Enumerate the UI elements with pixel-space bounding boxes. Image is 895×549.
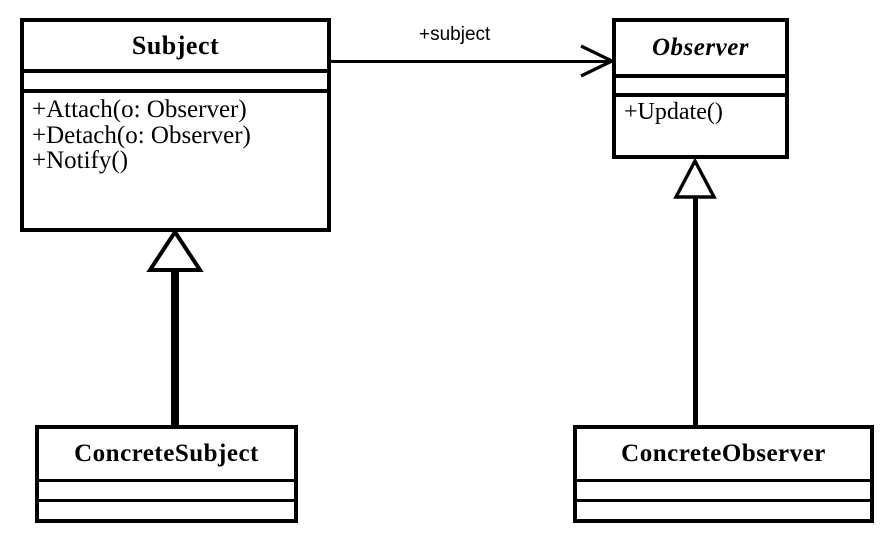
class-box-concrete-subject[interactable]: ConcreteSubject (35, 425, 298, 523)
class-operations-subject: +Attach(o: Observer) +Detach(o: Observer… (24, 93, 327, 174)
class-name-concrete-subject: ConcreteSubject (39, 429, 294, 482)
generalization-line-concrete-observer (693, 196, 698, 426)
class-operations-concrete-observer (577, 502, 870, 519)
generalization-line-concrete-subject (171, 268, 179, 426)
association-line-subject-observer (331, 60, 612, 63)
class-name-concrete-observer: ConcreteObserver (577, 429, 870, 482)
open-arrow-icon (578, 43, 616, 79)
class-operations-observer: +Update() (616, 97, 785, 125)
class-box-subject[interactable]: Subject +Attach(o: Observer) +Detach(o: … (20, 18, 331, 232)
class-name-subject: Subject (24, 22, 327, 73)
class-box-concrete-observer[interactable]: ConcreteObserver (573, 425, 874, 523)
operation-attach: +Attach(o: Observer) (32, 96, 247, 123)
operation-notify: +Notify() (32, 147, 129, 174)
class-name-observer: Observer (616, 22, 785, 78)
class-box-observer[interactable]: Observer +Update() (612, 18, 789, 159)
association-label-subject: +subject (419, 24, 491, 45)
class-attributes-concrete-observer (577, 482, 870, 502)
class-operations-concrete-subject (39, 502, 294, 519)
class-attributes-concrete-subject (39, 482, 294, 502)
class-attributes-observer (616, 78, 785, 97)
hollow-triangle-icon (146, 228, 204, 272)
class-attributes-subject (24, 73, 327, 93)
operation-update: +Update() (624, 99, 723, 125)
operation-detach: +Detach(o: Observer) (32, 121, 251, 149)
hollow-triangle-icon (673, 157, 717, 199)
